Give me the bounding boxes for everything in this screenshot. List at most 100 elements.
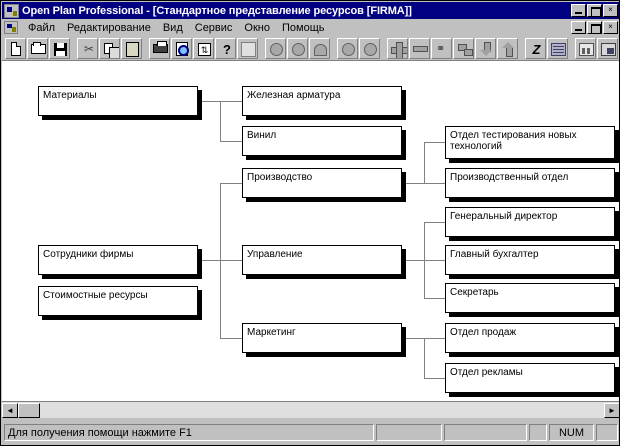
close-icon: × [608,5,613,14]
diagram-node[interactable]: Стоимостные ресурсы [38,286,198,316]
connector-line [220,260,242,261]
status-panel-5 [596,424,618,441]
cut-button[interactable]: ✂ [77,37,98,59]
arrow-up-icon [502,41,514,57]
document-icon[interactable] [4,21,18,34]
diagram-node[interactable]: Секретарь [445,283,615,313]
connector-line [615,378,619,379]
diagram-node[interactable]: Отдел продаж [445,323,615,353]
mdi-close-button[interactable]: × [603,21,618,34]
diagram-node-label: Сотрудники фирмы [43,249,134,260]
diagram-node[interactable]: Отдел тестирования новых технологий [445,126,615,159]
connector-line [424,298,445,299]
ball-b-button[interactable] [359,37,380,59]
resize-window-icon [601,42,616,56]
context-help-button[interactable] [237,37,258,59]
question-mark-icon: ? [223,41,231,57]
connector-line [220,141,242,142]
status-badge-num: NUM [549,424,594,441]
diagram-node[interactable]: Управление [242,245,402,275]
globe-icon [292,42,305,56]
save-file-button[interactable] [49,37,70,59]
diagram-node[interactable]: Главный бухгалтер [445,245,615,275]
diagram-node[interactable]: Маркетинг [242,323,402,353]
step-link-button[interactable] [453,37,474,59]
chart-view-button[interactable] [575,37,596,59]
connector-line [220,183,242,184]
bar-chart-icon [579,42,594,56]
ball-a-button[interactable] [337,37,358,59]
menu-item-edit[interactable]: Редактирование [67,21,151,34]
menu-item-help[interactable]: Помощь [281,21,325,34]
connector-line [615,222,619,223]
diagram-node[interactable]: Сотрудники фирмы [38,245,198,275]
scroll-left-icon[interactable]: ◄ [2,402,18,418]
open-file-button[interactable] [27,37,48,59]
sphere-icon [270,42,283,56]
mdi-restore-button[interactable] [587,21,602,34]
diagram-node[interactable]: Производственный отдел [445,168,615,198]
diagram-node[interactable]: Производство [242,168,402,198]
connector-line [615,183,619,184]
diagram-node[interactable]: Отдел рекламы [445,363,615,393]
mdi-minimize-button[interactable] [571,21,586,34]
dome-view-button[interactable] [309,37,330,59]
scroll-right-icon[interactable]: ► [604,402,619,418]
print-preview-button[interactable] [171,37,192,59]
help-button[interactable]: ? [215,37,236,59]
connector-line [615,338,619,339]
new-file-button[interactable] [5,37,26,59]
demote-button[interactable] [475,37,496,59]
diagram-node-label: Отдел продаж [450,327,517,338]
diagram-node-label: Производство [247,172,313,183]
sphere-b-icon [364,42,377,56]
h-scroll-thumb[interactable] [18,402,40,418]
connector-line [402,183,424,184]
horizontal-scrollbar[interactable]: ◄ ► [2,401,619,418]
remove-button[interactable] [409,37,430,59]
add-button[interactable] [387,37,408,59]
diagram-node-label: Винил [247,130,277,141]
diagram-node[interactable]: Винил [242,126,402,156]
diagram-node[interactable]: Железная арматура [242,86,402,116]
clipboard-paste-icon [126,41,139,57]
fit-window-button[interactable] [597,37,618,59]
sort-button[interactable]: ⇅ [193,37,214,59]
h-scroll-track[interactable] [40,402,604,418]
diagram-node-label: Производственный отдел [450,172,569,183]
globe-view-button[interactable] [287,37,308,59]
copy-button[interactable] [99,37,120,59]
minimize-button[interactable] [571,4,586,17]
status-message: Для получения помощи нажмите F1 [4,424,374,441]
diagram-node[interactable]: Материалы [38,86,198,116]
title-bar: Open Plan Professional - [Стандартное пр… [2,2,619,19]
diagram-node[interactable]: Генеральный директор [445,207,615,237]
table-view-button[interactable] [547,37,568,59]
paste-button[interactable] [121,37,142,59]
open-folder-icon [31,41,46,54]
print-button[interactable] [149,37,170,59]
mdi-close-icon: × [608,22,613,31]
link-button[interactable]: ⚭ [431,37,452,59]
restore-button[interactable] [587,4,602,17]
status-panel-1 [376,424,442,441]
connector-line [424,183,445,184]
diagram-node-label: Главный бухгалтер [450,249,539,260]
zigzag-button[interactable]: Z [525,37,546,59]
step-link-icon [458,43,473,56]
menu-item-view[interactable]: Вид [162,21,183,34]
menu-item-window[interactable]: Окно [244,21,270,34]
arrow-question-icon [241,41,256,57]
promote-button[interactable] [497,37,518,59]
menu-item-file[interactable]: Файл [28,21,56,34]
connector-line [424,378,445,379]
close-button[interactable]: × [603,4,618,17]
menu-item-tools[interactable]: Сервис [194,21,233,34]
sphere-a-icon [342,42,355,56]
connector-line [402,260,424,261]
dome-icon [314,43,327,56]
connector-line [198,260,220,261]
resource-view-button[interactable] [265,37,286,59]
connector-line [424,142,425,183]
